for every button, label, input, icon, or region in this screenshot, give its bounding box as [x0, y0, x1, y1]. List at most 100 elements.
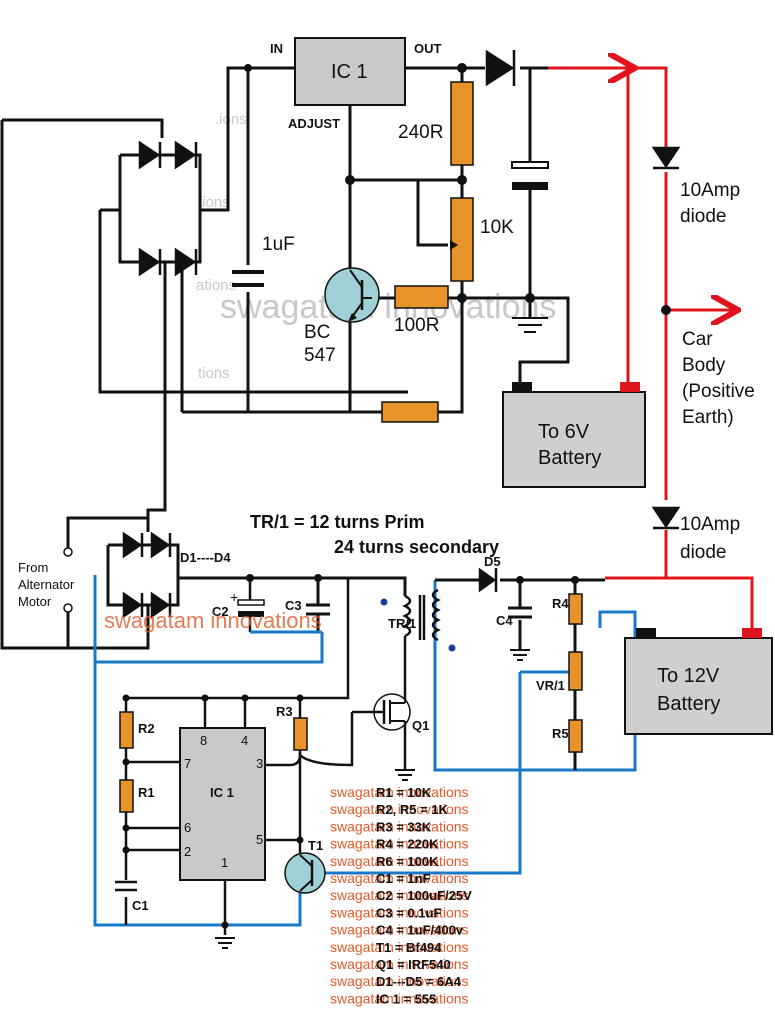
- diode-d5: [478, 567, 498, 593]
- bom-watermark: swagatam innovations: [330, 853, 469, 869]
- electrolytic-capacitor-upper: [511, 161, 549, 190]
- bom-watermark: swagatam innovations: [330, 836, 469, 852]
- regulator-ic-label: IC 1: [331, 61, 368, 83]
- bom-watermark: swagatam innovations: [330, 939, 469, 955]
- watermark-overlay: swagatam innovations: [104, 608, 322, 633]
- transformer-label: TR/1: [388, 616, 416, 631]
- car-body-node: [661, 305, 671, 315]
- resistor-r5: [568, 719, 583, 753]
- capacitor-c4: [508, 606, 532, 619]
- junction-dots-lower: [246, 574, 579, 584]
- resistor-rail: [381, 401, 439, 423]
- resistor-r1: [119, 779, 134, 813]
- capacitor-c2-label: C2: [212, 604, 229, 619]
- resistor-r4: [568, 593, 583, 625]
- bom-watermark: swagatam innovations: [330, 887, 469, 903]
- bom-watermark: swagatam innovations: [330, 818, 469, 834]
- resistor-240r-label: 240R: [398, 122, 443, 143]
- resistor-100r: [394, 285, 449, 309]
- capacitor-1uf: [232, 270, 264, 287]
- diode-d5-label: D5: [484, 554, 501, 569]
- transistor-t1-label: T1: [308, 838, 323, 853]
- bom-watermark: swagatam innovations: [330, 990, 469, 1006]
- regulator-ic: [294, 37, 406, 106]
- resistor-r4-label: R4: [552, 596, 569, 611]
- ground-symbol-q1: [395, 769, 415, 781]
- car-body-label1: Car: [682, 329, 713, 350]
- resistor-100r-label: 100R: [394, 315, 439, 336]
- svg-text:+: +: [230, 589, 238, 605]
- battery-6v-label2: Battery: [538, 447, 601, 469]
- transistor-t1: [284, 852, 326, 894]
- pin-5: 5: [256, 832, 263, 847]
- capacitor-c1: [115, 880, 137, 892]
- bom-item: D1---D5 = 6A4: [376, 974, 462, 989]
- diode-10a-top-label2: diode: [680, 206, 727, 227]
- bom-watermark: swagatam innovations: [330, 922, 469, 938]
- transistor-bc547-label1: BC: [304, 322, 330, 343]
- resistor-r2: [119, 711, 134, 749]
- diode-10a-bottom-label2: diode: [680, 542, 727, 563]
- pin-2: 2: [184, 844, 191, 859]
- watermark-gray-frag2: tions: [198, 194, 230, 211]
- out-label: OUT: [414, 41, 442, 56]
- pin-3: 3: [256, 756, 263, 771]
- junction-dots-timer: [122, 694, 304, 929]
- mosfet-q1-label: Q1: [412, 718, 429, 733]
- pot-10k: [450, 197, 474, 282]
- resistor-r2-label: R2: [138, 721, 155, 736]
- diode-10a-top: [651, 146, 681, 170]
- bom-watermark: swagatam innovations: [330, 870, 469, 886]
- alternator-label2: Alternator: [18, 577, 75, 592]
- diode-10a-bottom: [651, 506, 681, 530]
- upper-wires: [0, 66, 628, 650]
- pin-7: 7: [184, 756, 191, 771]
- timer-ic: [179, 727, 266, 881]
- in-label: IN: [270, 41, 283, 56]
- battery-12v: [624, 628, 773, 735]
- bom-watermark: swagatam innovations: [330, 784, 469, 800]
- transformer-spec-line1: TR/1 = 12 turns Prim: [250, 512, 425, 532]
- transistor-bc547: [324, 267, 380, 323]
- capacitor-c4-label: C4: [496, 613, 513, 628]
- battery-12v-label1: To 12V: [657, 665, 720, 687]
- bom-item: C1 = 1nF: [376, 871, 431, 886]
- diode-10a-top-label1: 10Amp: [680, 180, 740, 201]
- ground-symbol-upper: [512, 317, 548, 333]
- bom-item: R3 = 33K: [376, 819, 432, 834]
- pot-vr1-label: VR/1: [536, 678, 565, 693]
- mosfet-q1: [352, 693, 411, 770]
- bridge-diodes-lower: [122, 531, 172, 619]
- capacitor-c3: [306, 578, 330, 632]
- bridge-lower-label: D1----D4: [180, 550, 231, 565]
- resistor-r3: [293, 717, 308, 751]
- transformer-spec-line2: 24 turns secondary: [334, 537, 499, 557]
- adjust-label: ADJUST: [288, 116, 340, 131]
- capacitor-c1-label: C1: [132, 898, 149, 913]
- capacitor-c3-label: C3: [285, 598, 302, 613]
- battery-6v: [502, 382, 646, 488]
- diode-10a-bottom-label1: 10Amp: [680, 514, 740, 535]
- pin-4: 4: [241, 733, 248, 748]
- bom-item: R1 = 10K: [376, 785, 432, 800]
- signal-wires: [93, 575, 637, 927]
- timer-ic-label: IC 1: [210, 785, 234, 800]
- bom-item: R2, R5 = 1K: [376, 802, 449, 817]
- alternator-input-wires: [66, 516, 150, 650]
- bom-watermark: swagatam innovations: [330, 801, 469, 817]
- ground-symbol-c4: [510, 649, 530, 661]
- watermark-gray-frag3: ations: [196, 277, 236, 294]
- car-body-label3: (Positive: [682, 381, 755, 402]
- transistor-bc547-label2: 547: [304, 345, 336, 366]
- resistor-r1-label: R1: [138, 785, 155, 800]
- pin-8: 8: [200, 733, 207, 748]
- alternator-label1: From: [18, 560, 48, 575]
- resistor-r5-label: R5: [552, 726, 569, 741]
- watermark-gray-frag1: .ions: [215, 111, 247, 128]
- bom-watermark: swagatam innovations: [330, 904, 469, 920]
- resistor-240r: [450, 81, 474, 166]
- battery-12v-label2: Battery: [657, 693, 720, 715]
- bom-item: R4 = 220K: [376, 837, 439, 852]
- bom-item: R6 = 100K: [376, 854, 439, 869]
